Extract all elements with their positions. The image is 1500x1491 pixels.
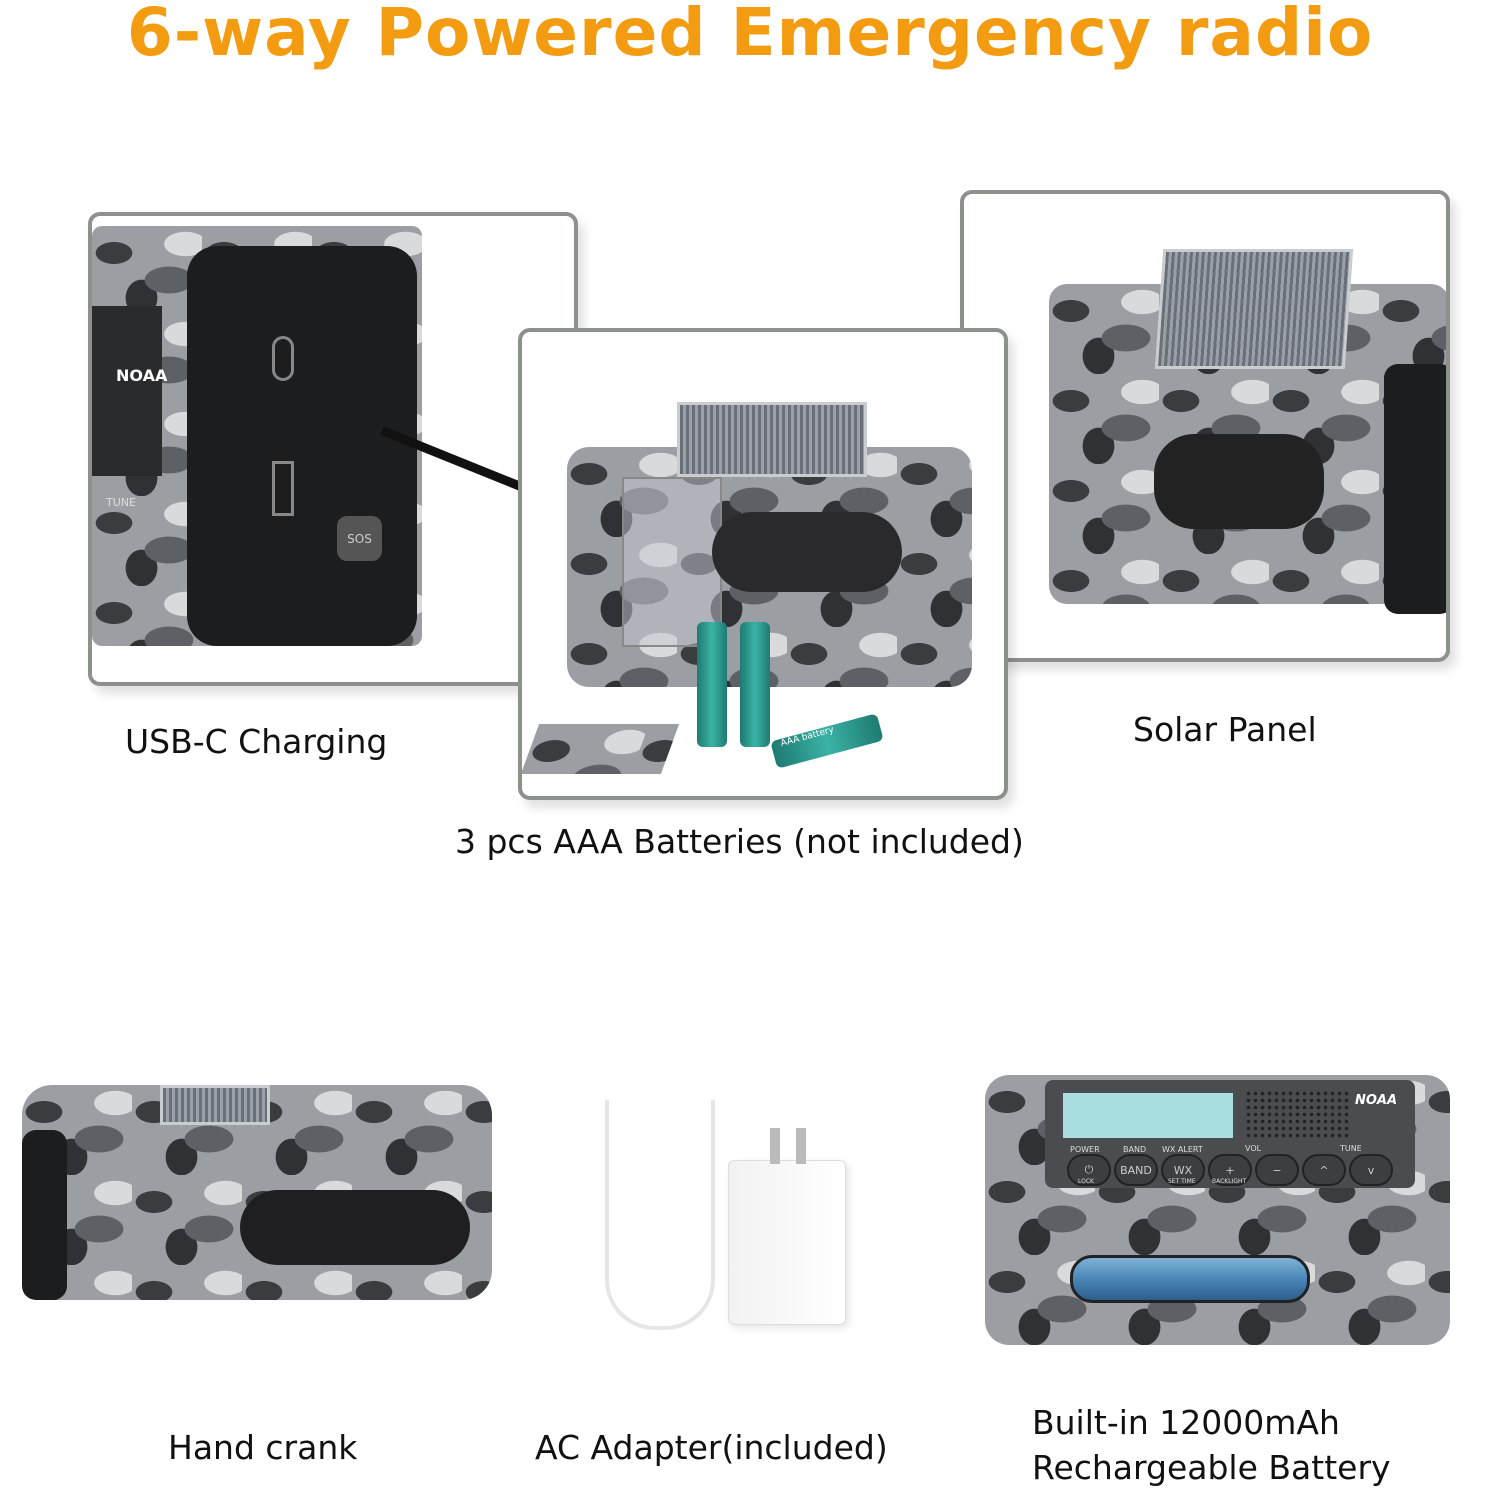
page-title: 6-way Powered Emergency radio — [126, 0, 1374, 71]
ac-adapter-label: AC Adapter(included) — [535, 1428, 888, 1467]
lock-label: LOCK — [1078, 1178, 1094, 1185]
batteries-label: 3 pcs AAA Batteries (not included) — [455, 822, 1024, 861]
usb-cable-image — [605, 1100, 715, 1330]
solar-panel-image — [1154, 249, 1354, 369]
usb-a-port — [272, 461, 294, 516]
solar-panel-label: Solar Panel — [1133, 710, 1317, 749]
solar-panel-panel — [960, 190, 1450, 662]
tune-label: TUNE — [106, 496, 136, 509]
battery-label-line2: Rechargeable Battery — [1032, 1448, 1391, 1487]
vol-down-button: − — [1255, 1154, 1299, 1186]
battery-cover — [522, 724, 680, 774]
tune-down-button: v — [1349, 1154, 1393, 1186]
battery-label-line1: Built-in 12000mAh — [1032, 1403, 1340, 1442]
aaa-battery — [740, 622, 770, 747]
wx-button: WX — [1161, 1154, 1205, 1186]
noaa-logo: NOAA — [1355, 1093, 1398, 1108]
vol-up-button: + — [1208, 1154, 1252, 1186]
hand-crank — [240, 1190, 470, 1265]
usb-c-charging-panel: NOAA TUNE SOS — [88, 212, 578, 686]
batteries-panel: AAA battery — [518, 328, 1008, 800]
sos-button: SOS — [337, 516, 382, 561]
lcd-display — [1063, 1093, 1233, 1138]
wx-alert-label: WX ALERT — [1162, 1145, 1203, 1154]
aaa-battery — [697, 622, 727, 747]
hand-crank-label: Hand crank — [168, 1428, 358, 1467]
backlight-label: BACKLIGHT — [1212, 1178, 1247, 1185]
tune-up-button: ^ — [1302, 1154, 1346, 1186]
noaa-logo: NOAA — [116, 366, 168, 385]
hand-crank — [1154, 434, 1324, 529]
set-time-label: SET TIME — [1168, 1178, 1196, 1185]
band-button: BAND — [1114, 1154, 1158, 1186]
tune-label: TUNE — [1340, 1144, 1362, 1153]
usb-c-charging-label: USB-C Charging — [125, 722, 388, 761]
vol-label: VOL — [1245, 1144, 1262, 1153]
band-label: BAND — [1123, 1145, 1147, 1154]
ac-adapter-image — [728, 1160, 846, 1325]
speaker-grille — [1245, 1090, 1350, 1140]
usb-c-port — [272, 336, 294, 381]
rechargeable-battery-image — [1070, 1255, 1310, 1303]
power-button: ⏻ — [1067, 1154, 1111, 1186]
power-label: POWER — [1070, 1145, 1100, 1154]
